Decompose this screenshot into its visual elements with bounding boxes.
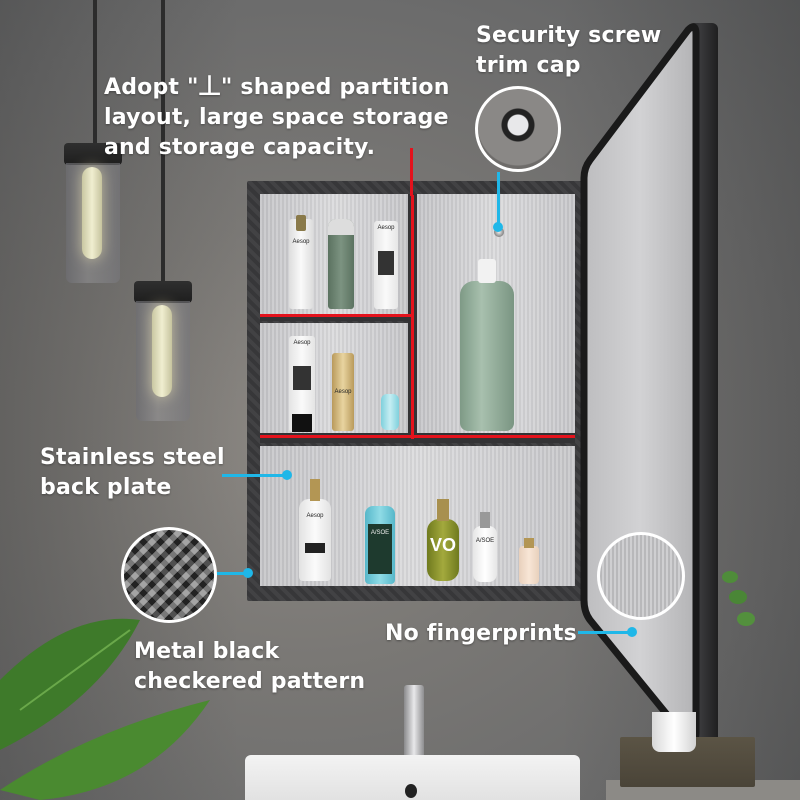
product-tube-middle: Aesop (289, 336, 315, 432)
callout-backplate-dot (282, 470, 292, 480)
callout-checkered-dot (243, 568, 253, 578)
callout-partition-line-2: layout, large space storage (104, 105, 449, 130)
plant-leaves (0, 618, 210, 800)
callout-security-line-1: Security screw (476, 23, 662, 48)
callout-security-screw: Security screw trim cap (476, 21, 661, 81)
callout-security-dot (493, 222, 503, 232)
product-label: Aesop (292, 239, 310, 245)
callout-fingerprints-line-1: No fingerprints (385, 621, 577, 646)
partition-highlight-vertical (411, 195, 414, 439)
product-label: Aesop (293, 340, 311, 346)
callout-checkered-line-1: Metal black (134, 639, 280, 664)
product-label: Aesop (334, 389, 352, 395)
callout-partition-line-1: Adopt "丄" shaped partition (104, 75, 450, 100)
decor-white-post (652, 712, 696, 752)
product-tube-upper: Aesop (374, 221, 398, 309)
callout-checkered-line (217, 572, 247, 575)
product-pump-white: Aesop (299, 479, 331, 581)
product-spray-bottle: Aesop (289, 215, 313, 309)
faucet (404, 685, 424, 770)
callout-checkered: Metal black checkered pattern (134, 637, 365, 697)
security-screw-cap (494, 227, 504, 237)
product-serum-bottle: Aesop (332, 353, 354, 431)
product-label: A/SOE (370, 530, 390, 536)
product-small-lotion (519, 538, 539, 584)
partition-highlight-upper (260, 314, 412, 317)
callout-backplate-line-2: back plate (40, 475, 172, 500)
product-label: A/SOE (475, 538, 495, 544)
mirror-cabinet-body: Aesop Aesop Aesop Aesop Aesop (247, 181, 587, 601)
mirror-door[interactable] (580, 20, 716, 750)
product-olive-bottle: VO (427, 499, 459, 581)
lamp-cord-1 (93, 0, 97, 145)
detail-circle-screw (475, 86, 561, 172)
callout-backplate-line-1: Stainless steel (40, 445, 225, 470)
product-large-pump-bottle (460, 259, 514, 431)
detail-circle-checkered (121, 527, 217, 623)
shelf-upper (260, 314, 408, 321)
product-blue-bottle: A/SOE (365, 506, 395, 584)
product-white-serum: A/SOE (473, 512, 497, 582)
plant-small-leaves (722, 571, 755, 626)
callout-backplate-line (222, 474, 284, 477)
callout-security-line-2: trim cap (476, 53, 581, 78)
detail-circle-fingerprints (597, 532, 685, 620)
callout-partition-line (410, 148, 413, 196)
product-label: Aesop (306, 513, 324, 519)
callout-back-plate: Stainless steel back plate (40, 443, 225, 503)
callout-partition-line-3: and storage capacity. (104, 135, 376, 160)
product-green-canister (328, 219, 354, 309)
callout-fingerprints: No fingerprints (385, 619, 577, 649)
callout-fingerprints-line (578, 631, 630, 634)
shelf-middle (260, 433, 575, 443)
callout-security-line (497, 172, 500, 224)
callout-checkered-line-2: checkered pattern (134, 669, 366, 694)
callout-fingerprints-dot (627, 627, 637, 637)
callout-partition: Adopt "丄" shaped partition layout, large… (104, 73, 450, 163)
product-label: Aesop (377, 225, 395, 231)
partition-highlight-middle (260, 435, 575, 438)
product-small-blue-bottle (381, 394, 399, 430)
product-label: VO (429, 535, 456, 555)
lamp-cord-2 (161, 0, 165, 283)
sink-drain (405, 784, 417, 798)
